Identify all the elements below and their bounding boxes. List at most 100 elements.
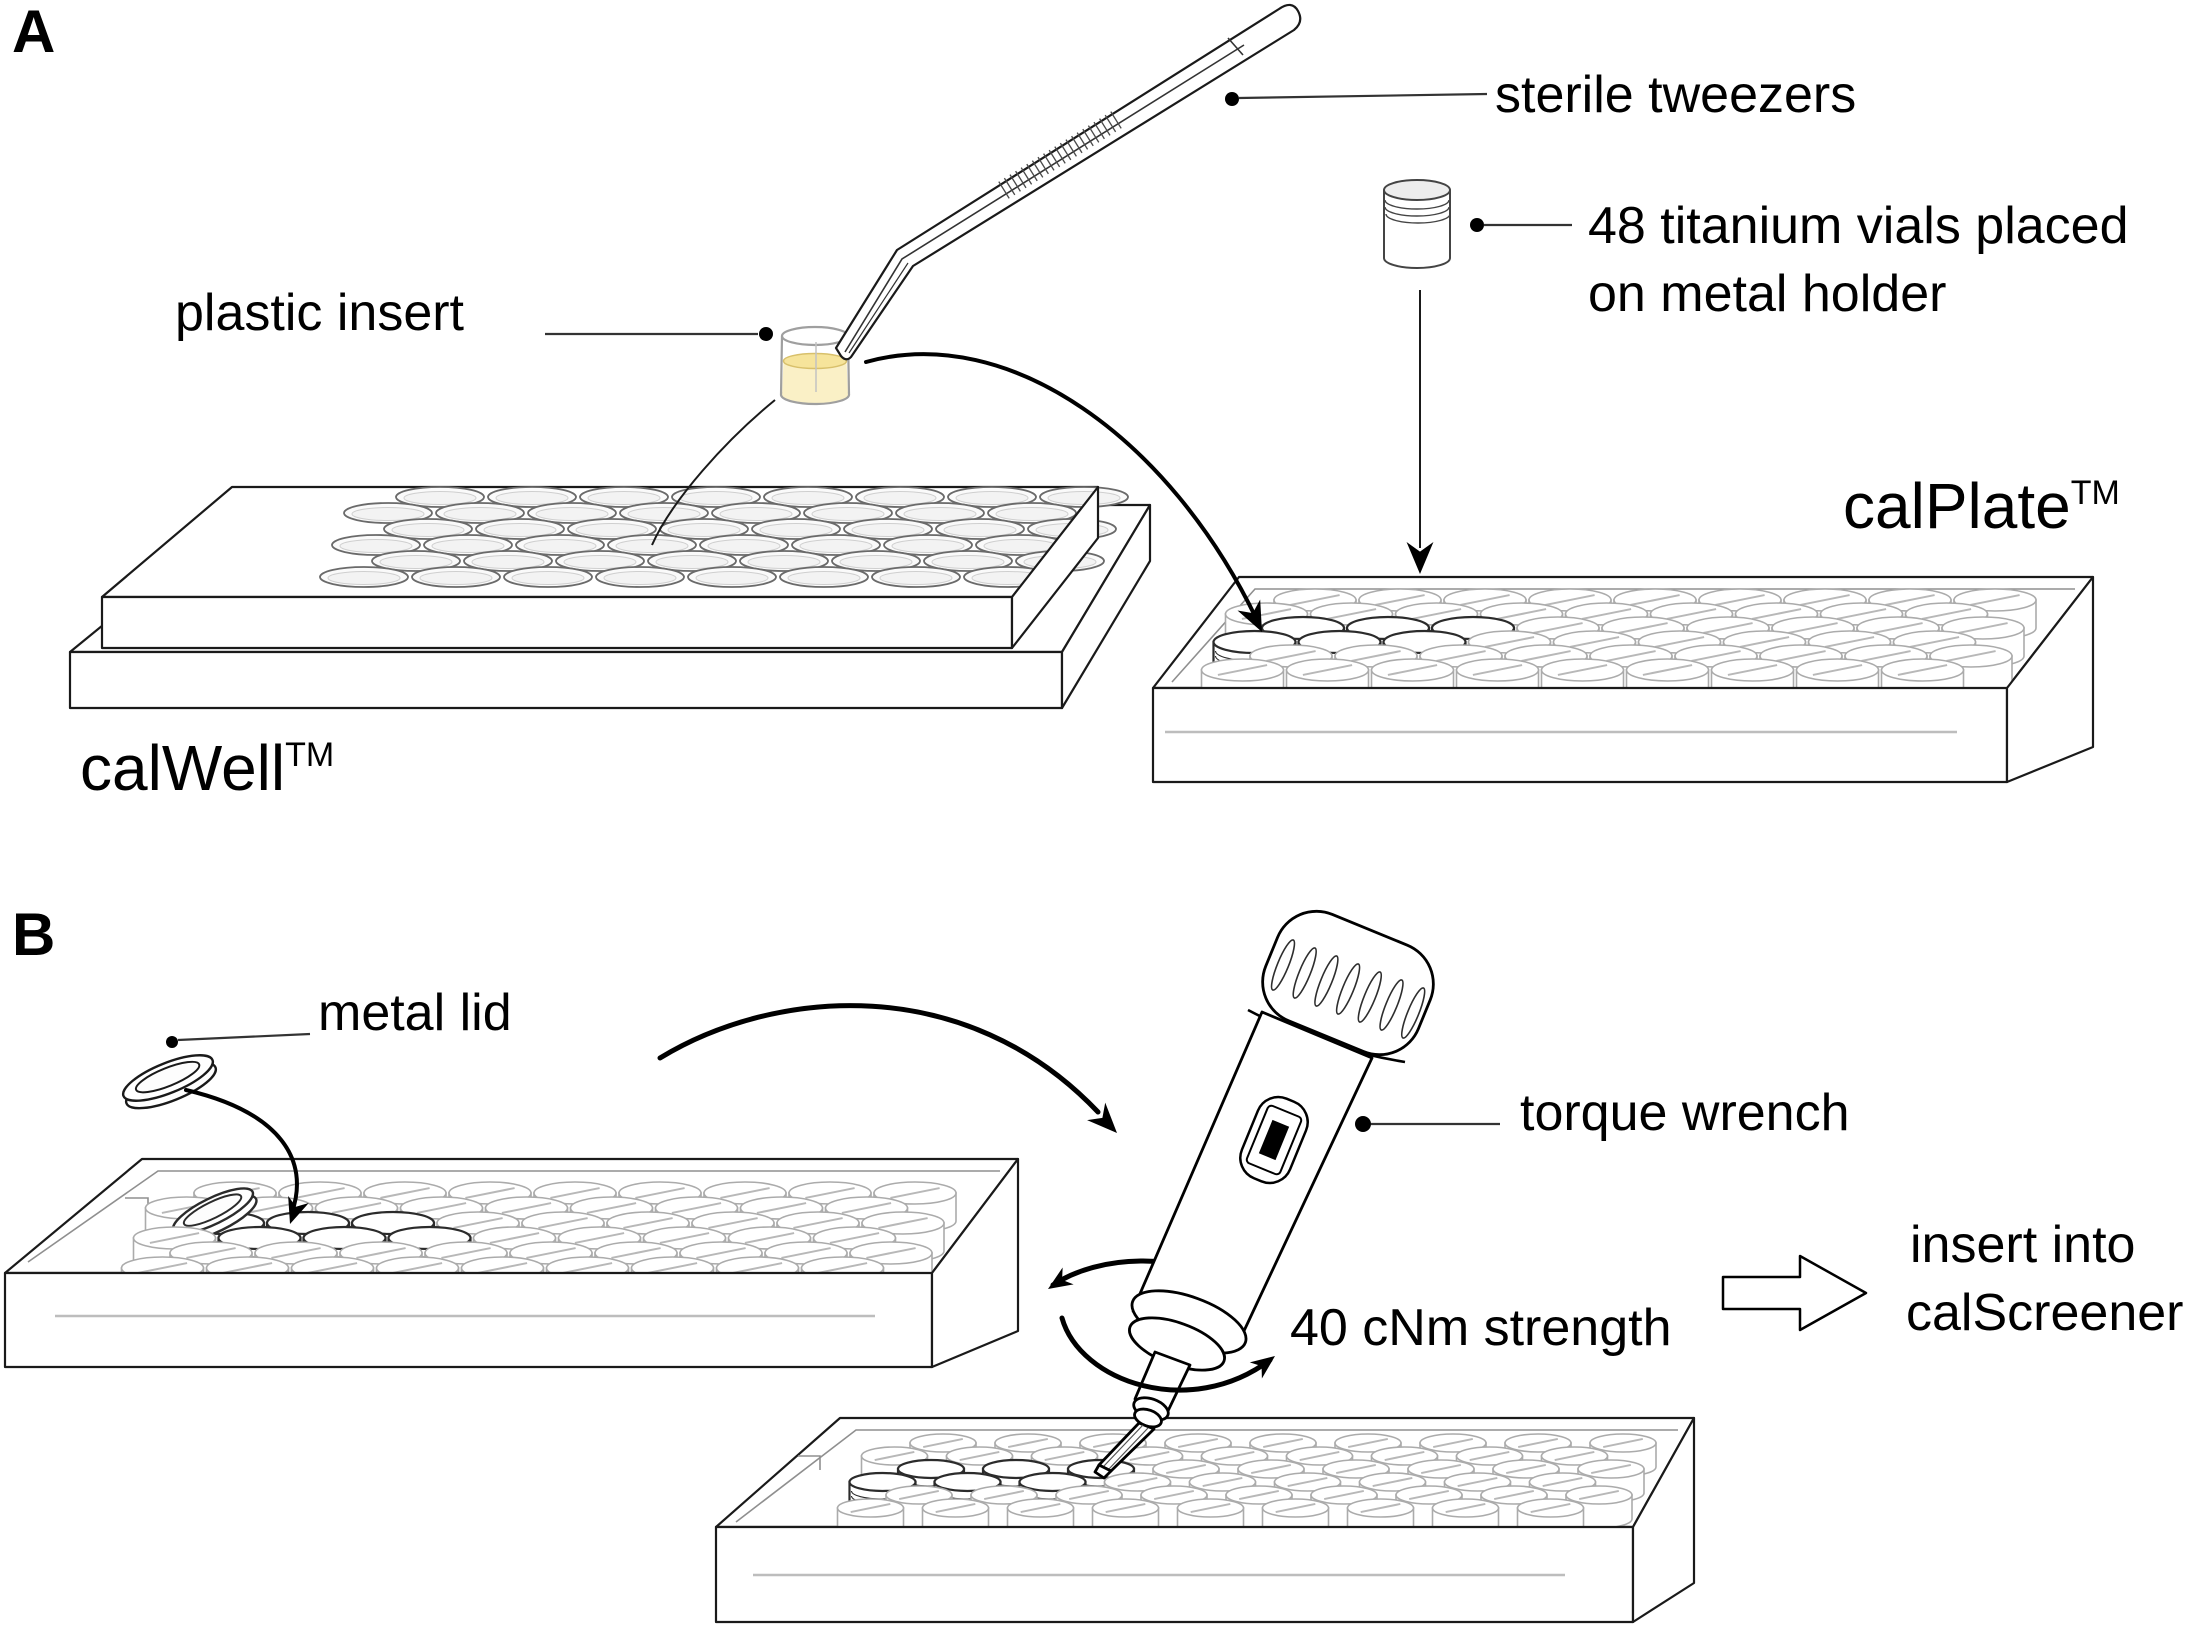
sterile-tweezers-dot (1225, 92, 1239, 106)
vial-slot (1190, 1502, 1231, 1514)
vial-slot (1861, 650, 1911, 662)
well-hole-inner (615, 539, 689, 553)
well-hole-inner (603, 571, 677, 585)
titanium-vial-icon (1383, 179, 1451, 269)
vial-slot (817, 1262, 868, 1274)
vial-slot (1970, 594, 2020, 606)
hatch-line (1009, 174, 1021, 192)
cup-liquid (782, 361, 849, 404)
rotation-arc-lower (1059, 1315, 1273, 1393)
vial-slot (611, 1247, 661, 1259)
hatch-line (1059, 142, 1072, 161)
cap-rib (1270, 939, 1296, 991)
hatch-line (1093, 121, 1105, 140)
vial-slot (1372, 1476, 1413, 1488)
vial-slot (659, 1232, 710, 1244)
well-hole-inner (667, 523, 741, 537)
well-hole-inner (799, 539, 873, 553)
vial-capped-top (848, 1471, 917, 1493)
well-hole-inner (511, 571, 585, 585)
panel-b-arrowheads (288, 1102, 1275, 1379)
arrowhead-rotation-right (1249, 1356, 1275, 1379)
well-hole-inner (983, 539, 1057, 553)
vial-slot (453, 1217, 503, 1229)
vial-slot (959, 1450, 1000, 1462)
vial-slot (1897, 664, 1948, 676)
metal-lid-dot (166, 1036, 178, 1048)
well-hole-inner (327, 571, 401, 585)
vial-slot (1545, 594, 1595, 606)
vial-slot (1105, 1502, 1146, 1514)
calplate-label: calPlateTM (1843, 470, 2120, 542)
well-hole-inner (1047, 491, 1121, 505)
panel-b: B metal lid torque wrench 40 cNm strengt… (3, 901, 2183, 1624)
calwell-wells (319, 486, 1129, 588)
hatch-line (1065, 139, 1077, 157)
well-to-insert-curve (651, 399, 776, 546)
metal-lid-leader (177, 1032, 311, 1042)
panel-a-arrowheads (1237, 542, 1434, 632)
vial-slot (1044, 1450, 1085, 1462)
arrowhead-vial-down (1406, 542, 1434, 574)
vial-slot (878, 1217, 928, 1229)
vial-slot (489, 1232, 540, 1244)
plastic-insert-label: plastic insert (175, 284, 465, 342)
arrowhead-lid-transfer (1087, 1102, 1117, 1133)
well-hole-inner (891, 539, 965, 553)
tray-b1-vials (120, 1181, 957, 1308)
insert-transfer-arc (864, 352, 1258, 620)
vial-slot (1824, 636, 1875, 648)
vial-capped-top (1018, 1471, 1087, 1493)
wrench-bit-flutes (1102, 1424, 1149, 1471)
vial-slot (1484, 636, 1535, 648)
well-hole-inner (903, 507, 977, 521)
well-hole-inner (403, 491, 477, 505)
vial-slot (562, 1262, 613, 1274)
vial-slot (1739, 636, 1790, 648)
well-hole-inner (575, 523, 649, 537)
wrench-bit-tip (1093, 1463, 1113, 1480)
vial-slot (983, 1489, 1025, 1501)
hatch-line (1087, 125, 1100, 143)
vial-slot (441, 1247, 491, 1259)
hatch-line (1003, 177, 1016, 196)
titanium-vials-dot (1470, 218, 1484, 232)
vial-slot (477, 1262, 528, 1274)
vial-slot (526, 1247, 576, 1259)
arrowhead-lid-place (288, 1195, 309, 1224)
vial-slot (137, 1262, 188, 1274)
vial-slot (1505, 1463, 1547, 1475)
vial-slot (1554, 1450, 1595, 1462)
vial-slot (222, 1262, 273, 1274)
plastic-insert-dot (759, 327, 773, 341)
vial-slot (1457, 1476, 1498, 1488)
vial-slot (1654, 636, 1705, 648)
vial-slot (829, 1232, 880, 1244)
vial-slot (1262, 1437, 1304, 1449)
well-hole-inner (419, 571, 493, 585)
vial-slot (356, 1247, 406, 1259)
well-hole-inner (771, 491, 845, 505)
well-hole-inner (851, 523, 925, 537)
cap-rib (1400, 987, 1426, 1039)
vial-slot (1445, 1502, 1486, 1514)
sterile-tweezers-label: sterile tweezers (1495, 66, 1856, 124)
vial-slot (1360, 1502, 1401, 1514)
vial-slot (1217, 664, 1268, 676)
vial-slot (1302, 664, 1353, 676)
metal-lid-icon (121, 1054, 218, 1110)
hatch-line (1026, 163, 1038, 182)
vial-slot (756, 1202, 807, 1214)
hatch-line (1099, 118, 1111, 136)
well-hole-inner (391, 523, 465, 537)
hatch-line (1054, 146, 1066, 164)
vial-slot (416, 1202, 467, 1214)
calplate-tray-torque (714, 1416, 1696, 1624)
well-hole-inner (379, 555, 453, 569)
lid-inner (182, 1193, 243, 1227)
hatch-line (1020, 167, 1033, 185)
panel-a: A sterile tweezers 48 titanium vials pla… (12, 0, 2129, 804)
cap-rib (1314, 955, 1339, 1007)
hatch-line (1082, 128, 1094, 147)
